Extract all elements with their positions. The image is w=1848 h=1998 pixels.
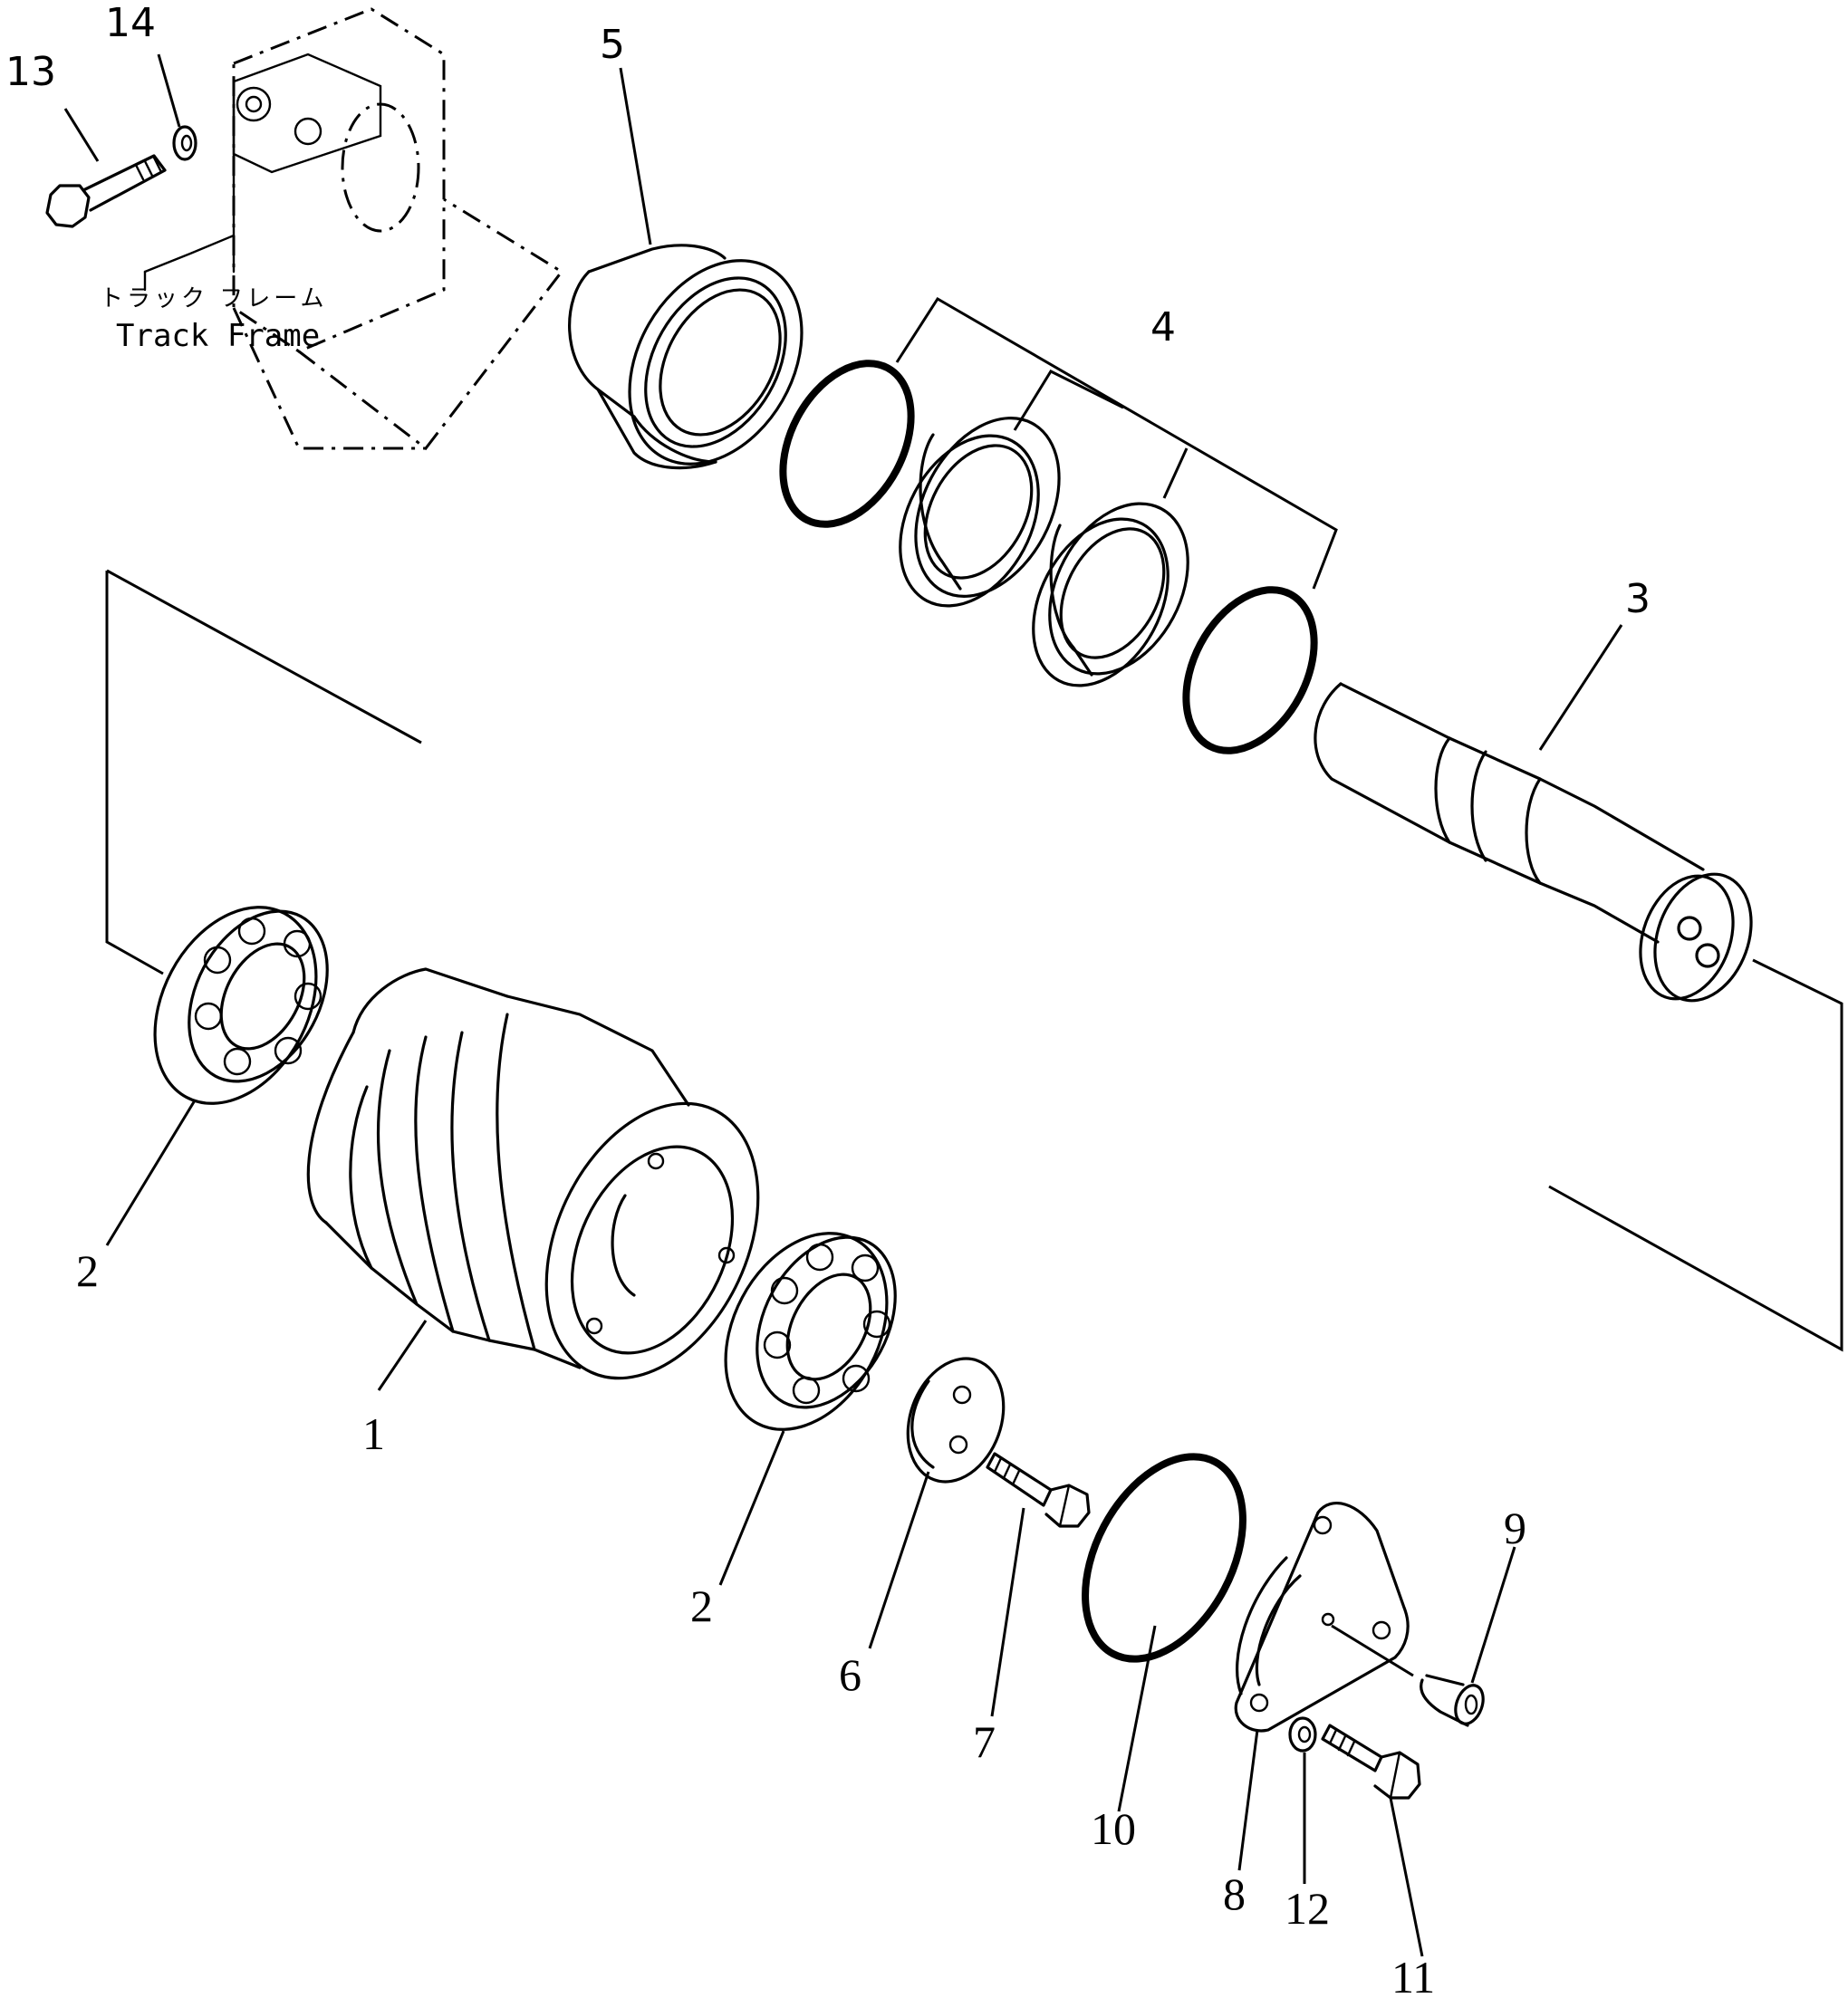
leader-5 — [619, 67, 652, 245]
leader-14 — [157, 53, 181, 128]
callout-1: 1 — [362, 1408, 385, 1459]
leader-2b — [718, 1430, 785, 1586]
callout-13: 13 — [5, 49, 56, 95]
callout-7: 7 — [973, 1716, 996, 1767]
leader-8 — [1237, 1729, 1259, 1871]
part-3-shaft — [1314, 682, 1753, 1003]
part-8-cover — [1234, 1502, 1410, 1733]
part-7-bolt — [986, 1452, 1091, 1528]
leader-7 — [990, 1507, 1025, 1717]
track-frame-label-en: Track Frame — [116, 318, 320, 354]
callout-8: 8 — [1223, 1868, 1246, 1919]
callout-2-left: 2 — [76, 1245, 99, 1296]
part-11-bolt — [1321, 1724, 1421, 1800]
part-2-bearing-left — [153, 906, 329, 1105]
callout-11: 11 — [1391, 1952, 1435, 1998]
leader-11 — [1389, 1797, 1424, 1957]
part-4-floating-seal — [779, 296, 1338, 754]
leader-13 — [63, 108, 100, 162]
part-12-washer — [1288, 1716, 1317, 1753]
part-13-bolt — [45, 154, 167, 228]
callout-6: 6 — [839, 1649, 861, 1700]
leader-10 — [1117, 1625, 1157, 1812]
assembly-line-left — [105, 571, 164, 975]
callout-5: 5 — [600, 22, 625, 68]
leader-9 — [1470, 1546, 1516, 1684]
track-frame — [143, 7, 564, 451]
part-10-o-ring — [1082, 1453, 1246, 1663]
assembly-line-right — [1548, 958, 1843, 1352]
callout-12: 12 — [1285, 1883, 1330, 1934]
part-2-bearing-right — [724, 1232, 897, 1431]
part-9-plug — [1331, 1624, 1485, 1727]
callout-3: 3 — [1625, 576, 1651, 622]
callout-14: 14 — [105, 0, 156, 46]
callout-2-right: 2 — [690, 1580, 713, 1631]
callout-4: 4 — [1150, 304, 1176, 351]
callout-10: 10 — [1091, 1803, 1136, 1854]
leader-3 — [1538, 624, 1623, 751]
part-1-roller — [306, 967, 760, 1380]
callout-9: 9 — [1504, 1503, 1526, 1553]
part-5-collar — [568, 244, 804, 470]
part-6-plate — [906, 1357, 1006, 1484]
track-frame-label-jp: トラック フレーム — [100, 285, 328, 312]
leader-2a — [105, 1100, 197, 1246]
leader-6 — [868, 1471, 930, 1649]
part-14-washer — [172, 125, 197, 161]
leader-1 — [377, 1320, 428, 1391]
assembly-line-left-diagonal — [106, 569, 422, 744]
